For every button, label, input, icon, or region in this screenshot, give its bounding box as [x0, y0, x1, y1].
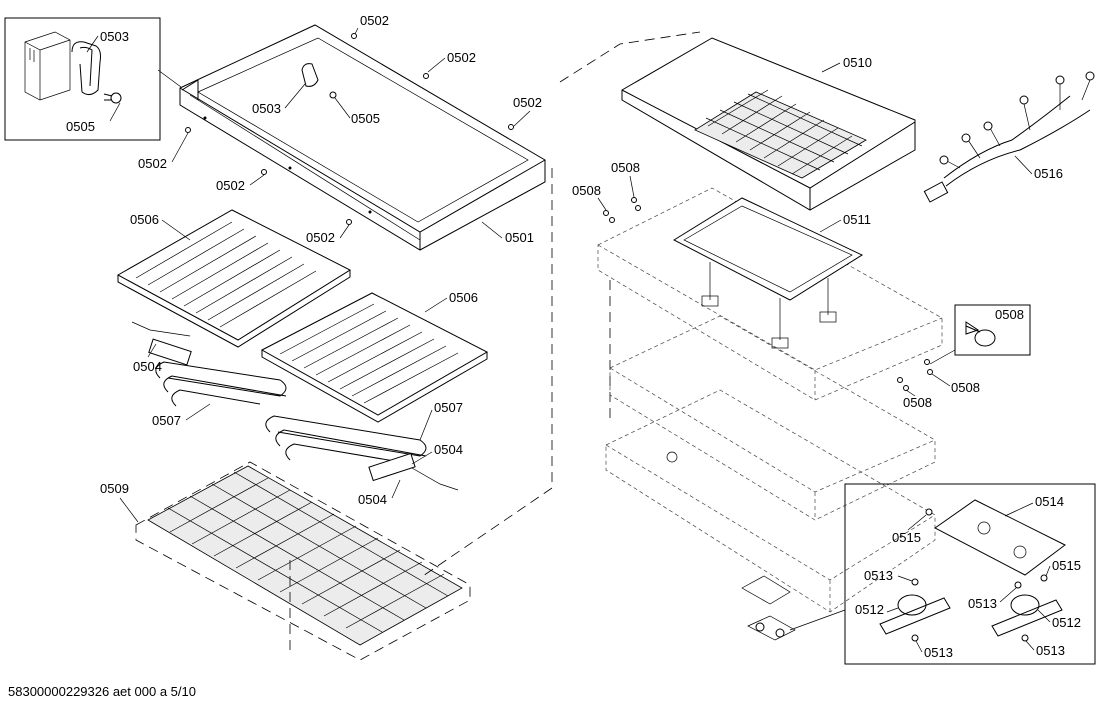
label-0507-a: 0507	[152, 413, 181, 428]
label-0513-a: 0513	[864, 568, 893, 583]
label-0505-b: 0505	[351, 111, 380, 126]
label-0505: 0505	[66, 119, 95, 134]
label-0504-a: 0504	[133, 359, 162, 374]
label-0501: 0501	[505, 230, 534, 245]
inner-housing-0511	[597, 187, 943, 401]
frame-0501	[179, 24, 546, 251]
grill-plate-0506-right	[260, 292, 489, 423]
label-0502-d: 0502	[138, 156, 167, 171]
heating-element-0507-right	[265, 415, 459, 491]
label-0514: 0514	[1035, 494, 1064, 509]
label-0508-d: 0508	[903, 395, 932, 410]
label-0513-d: 0513	[1036, 643, 1065, 658]
detail-inset-thermostats	[844, 483, 1096, 665]
screw-icon	[185, 33, 514, 225]
label-0515-b: 0515	[1052, 558, 1081, 573]
label-0503: 0503	[100, 29, 129, 44]
label-0504-c: 0504	[358, 492, 387, 507]
label-0512-b: 0512	[1052, 615, 1081, 630]
label-0510: 0510	[843, 55, 872, 70]
label-0515-a: 0515	[892, 530, 921, 545]
screw-icon	[103, 92, 122, 104]
label-0503-b: 0503	[252, 101, 281, 116]
label-0507-b: 0507	[434, 400, 463, 415]
label-0502-b: 0502	[447, 50, 476, 65]
thermostat-icon	[991, 594, 1063, 637]
label-0511: 0511	[843, 212, 871, 227]
detail-box-0508	[954, 304, 1031, 356]
outer-housing	[605, 315, 936, 613]
label-0509: 0509	[100, 481, 129, 496]
label-0513-b: 0513	[968, 596, 997, 611]
cable-harness-0516	[923, 71, 1095, 203]
bracket-assembly	[741, 575, 846, 641]
bracket-0514	[934, 499, 1066, 576]
screw-icon	[911, 508, 1048, 642]
drip-tray-0510	[621, 37, 916, 211]
label-0516: 0516	[1034, 166, 1063, 181]
label-0513-c: 0513	[924, 645, 953, 660]
spring-clip-icon	[71, 41, 101, 96]
label-0502-f: 0502	[306, 230, 335, 245]
label-0502-c: 0502	[513, 95, 542, 110]
label-0502-a: 0502	[360, 13, 389, 28]
label-0508-a: 0508	[572, 183, 601, 198]
thermostat-icon	[879, 594, 951, 635]
label-0508-e: 0508	[995, 307, 1024, 322]
document-code: 58300000229326 aet 000 a 5/10	[8, 684, 196, 699]
screw-icon	[603, 197, 933, 391]
label-0508-b: 0508	[611, 160, 640, 175]
label-0502-e: 0502	[216, 178, 245, 193]
heating-element-0507-left	[131, 321, 287, 407]
screw-icon	[965, 321, 996, 347]
label-0506-a: 0506	[130, 212, 159, 227]
stone-tray-0509	[135, 461, 471, 661]
detail-inset-clip	[4, 17, 161, 141]
grill-plate-0506-left	[116, 209, 352, 348]
label-0508-c: 0508	[951, 380, 980, 395]
label-0504-b: 0504	[434, 442, 463, 457]
label-0512-a: 0512	[855, 602, 884, 617]
label-0506-b: 0506	[449, 290, 478, 305]
